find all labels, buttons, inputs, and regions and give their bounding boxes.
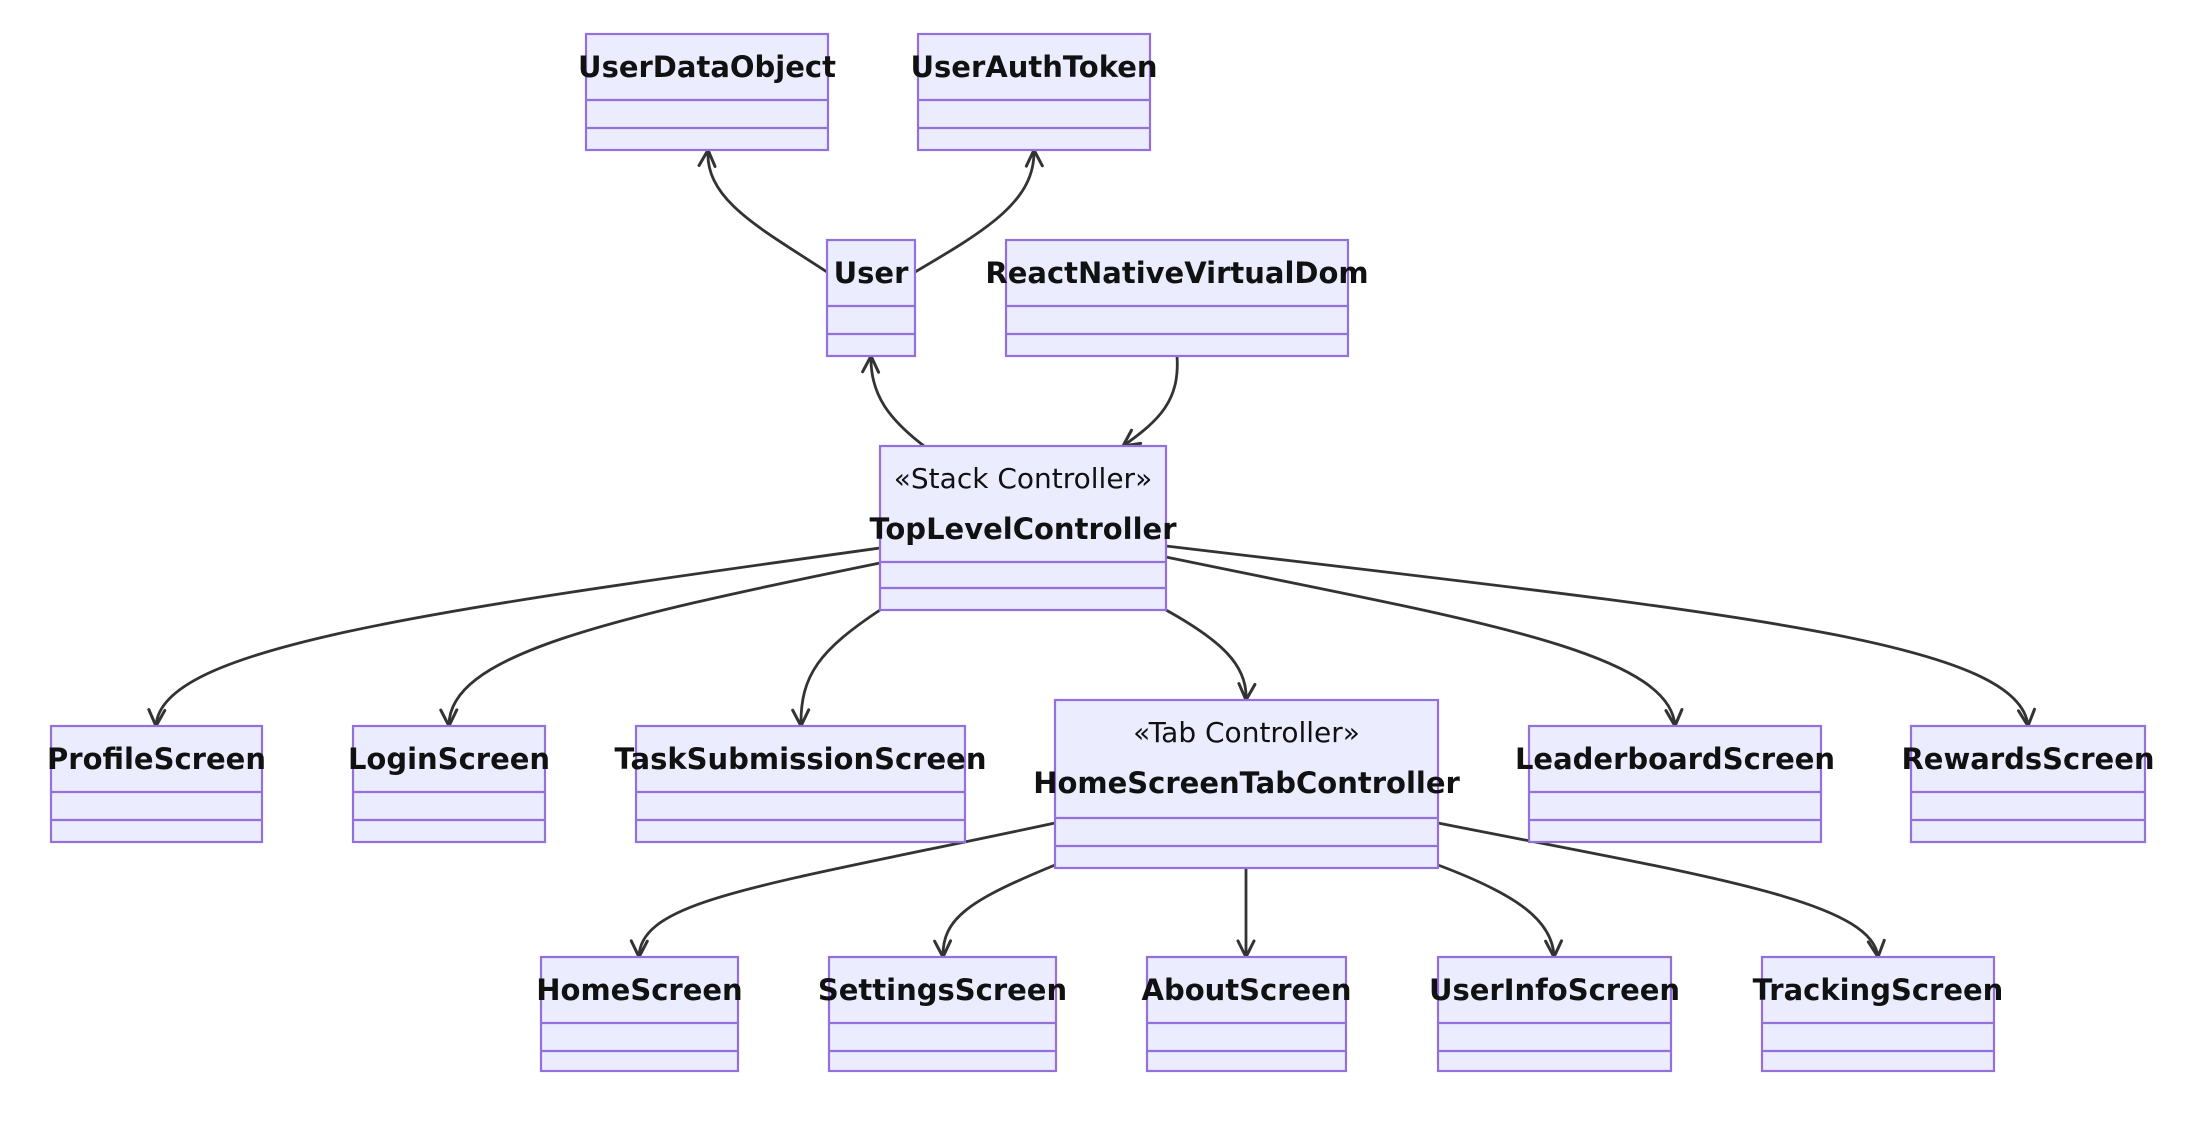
class-name: HomeScreenTabController xyxy=(1033,766,1460,800)
edge-user-to-user-data-object xyxy=(697,148,828,274)
class-box xyxy=(1053,698,1440,870)
class-home-screen[interactable]: HomeScreen xyxy=(536,955,743,1073)
class-box xyxy=(49,724,264,844)
edge-top-level-controller-to-user xyxy=(861,354,925,448)
edge-home-screen-tab-controller-to-home-screen xyxy=(629,821,1056,959)
edge-top-level-controller-to-home-screen-tab-controller xyxy=(1165,608,1257,702)
class-top-level-controller[interactable]: «Stack Controller» TopLevelController xyxy=(869,444,1177,612)
class-react-native-virtual-dom[interactable]: ReactNativeVirtualDom xyxy=(985,238,1369,358)
class-user-info-screen[interactable]: UserInfoScreen xyxy=(1429,955,1680,1073)
class-name: ReactNativeVirtualDom xyxy=(985,256,1368,290)
edge-top-level-controller-to-login-screen xyxy=(439,561,881,728)
edge-user-to-user-auth-token xyxy=(914,148,1044,274)
class-box xyxy=(916,32,1152,152)
class-home-screen-tab-controller[interactable]: «Tab Controller» HomeScreenTabController xyxy=(1033,698,1460,870)
class-box xyxy=(1004,238,1350,358)
edge-top-level-controller-to-leaderboard-screen xyxy=(1165,555,1684,728)
class-name: UserDataObject xyxy=(578,50,836,84)
class-box xyxy=(351,724,547,844)
class-tracking-screen[interactable]: TrackingScreen xyxy=(1753,955,2004,1073)
edge-react-native-virtual-dom-to-top-level-controller xyxy=(1121,355,1179,448)
class-name: TaskSubmissionScreen xyxy=(614,742,986,776)
class-name: AboutScreen xyxy=(1142,973,1352,1007)
class-name: User xyxy=(834,256,909,290)
class-task-submission-screen[interactable]: TaskSubmissionScreen xyxy=(614,724,987,844)
class-user-auth-token[interactable]: UserAuthToken xyxy=(910,32,1158,152)
class-about-screen[interactable]: AboutScreen xyxy=(1142,955,1352,1073)
class-stereotype: «Tab Controller» xyxy=(1133,716,1360,749)
class-box xyxy=(878,444,1168,612)
relationship-edges xyxy=(147,148,2036,959)
class-login-screen[interactable]: LoginScreen xyxy=(348,724,550,844)
class-box xyxy=(584,32,830,152)
class-box xyxy=(634,724,967,844)
class-name: LoginScreen xyxy=(348,742,550,776)
class-name: UserInfoScreen xyxy=(1429,973,1680,1007)
class-name: UserAuthToken xyxy=(910,50,1157,84)
class-profile-screen[interactable]: ProfileScreen xyxy=(47,724,266,844)
class-box xyxy=(1909,724,2147,844)
class-stereotype: «Stack Controller» xyxy=(894,462,1152,495)
class-user[interactable]: User xyxy=(825,238,917,358)
class-user-data-object[interactable]: UserDataObject xyxy=(578,32,836,152)
class-box xyxy=(825,238,917,358)
class-name: SettingsScreen xyxy=(818,973,1067,1007)
class-settings-screen[interactable]: SettingsScreen xyxy=(818,955,1067,1073)
edge-top-level-controller-to-task-submission-screen xyxy=(791,608,881,728)
class-name: LeaderboardScreen xyxy=(1515,742,1835,776)
class-name: TopLevelController xyxy=(869,512,1177,546)
class-name: TrackingScreen xyxy=(1753,973,2004,1007)
edge-home-screen-tab-controller-to-user-info-screen xyxy=(1437,863,1564,959)
edge-top-level-controller-to-profile-screen xyxy=(147,546,881,728)
class-rewards-screen[interactable]: RewardsScreen xyxy=(1901,724,2155,844)
class-leaderboard-screen[interactable]: LeaderboardScreen xyxy=(1515,724,1835,844)
class-name: RewardsScreen xyxy=(1901,742,2154,776)
class-name: ProfileScreen xyxy=(47,742,266,776)
edge-home-screen-tab-controller-to-settings-screen xyxy=(933,863,1056,959)
edge-top-level-controller-to-rewards-screen xyxy=(1165,544,2036,728)
class-box xyxy=(1527,724,1823,844)
class-name: HomeScreen xyxy=(536,973,742,1007)
